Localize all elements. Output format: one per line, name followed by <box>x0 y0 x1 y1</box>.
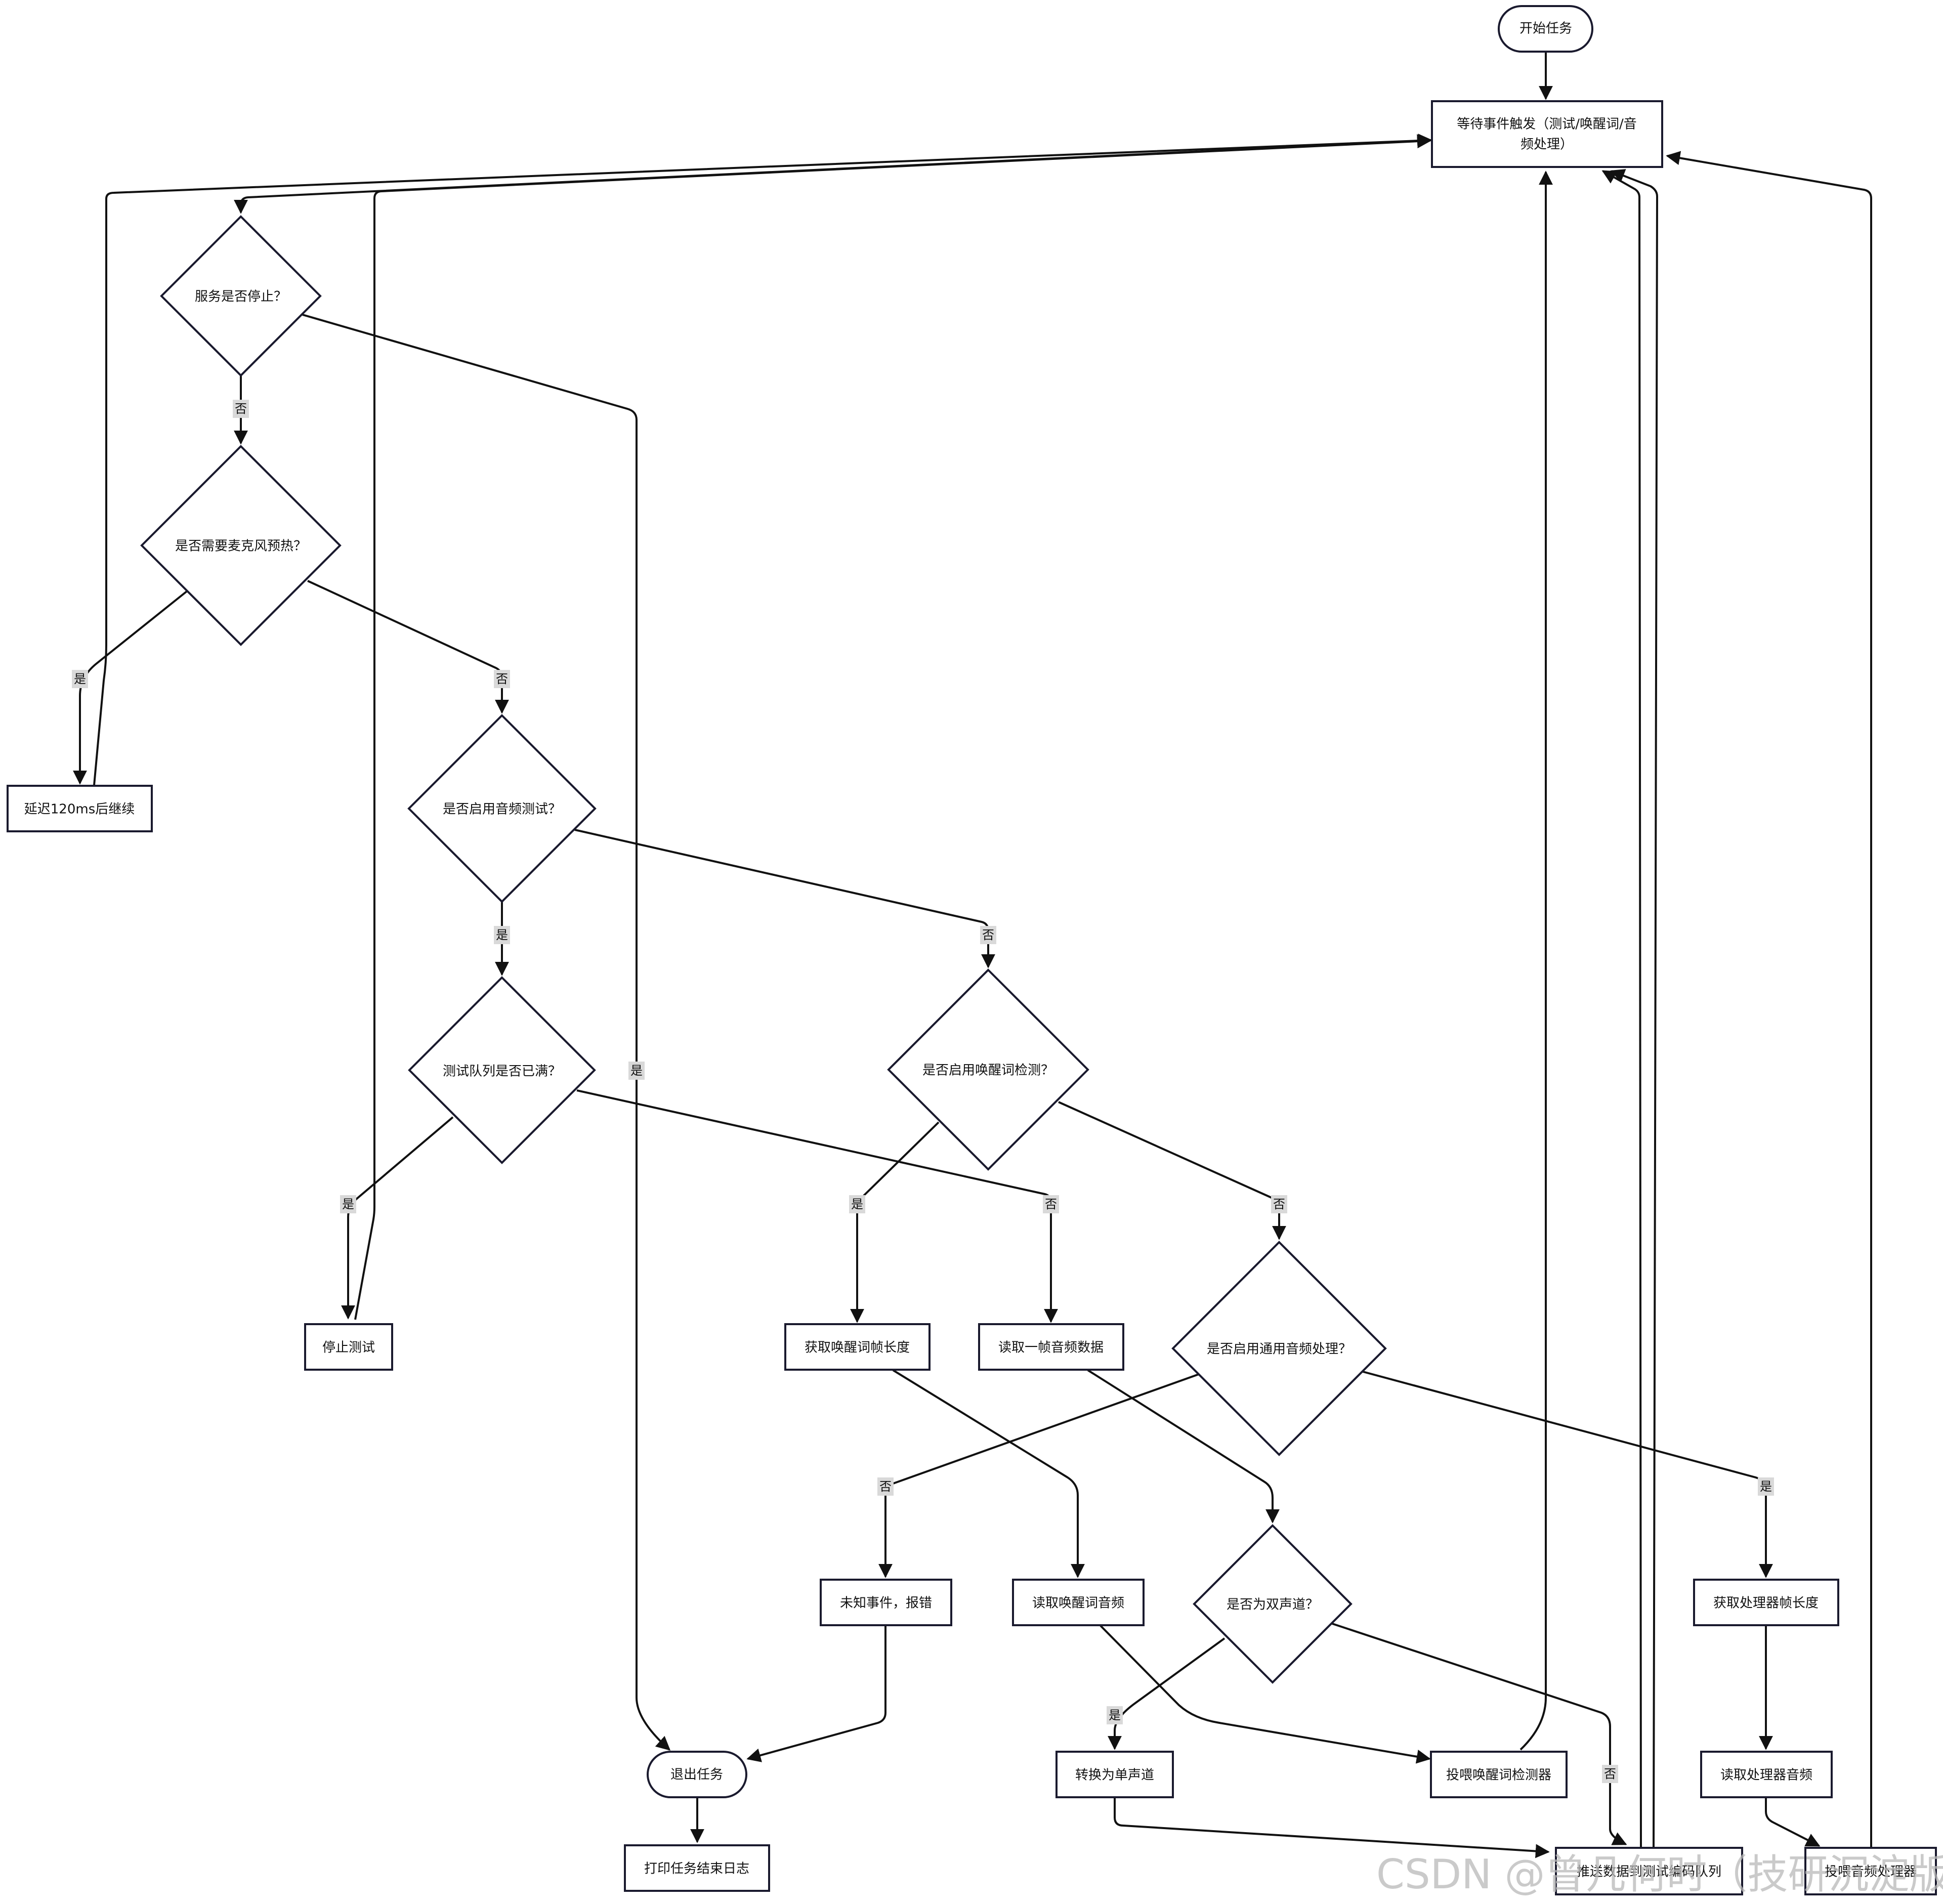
wait-event-label-line2: 频处理） <box>1520 137 1573 152</box>
read-proc-audio-label: 读取处理器音频 <box>1720 1768 1812 1783</box>
svg-text:否: 否 <box>496 672 508 686</box>
svg-text:是: 是 <box>630 1064 643 1078</box>
read-wake-audio-node: 读取唤醒词音频 <box>1012 1579 1145 1626</box>
print-log-node: 打印任务结束日志 <box>624 1844 770 1892</box>
edge-label-service-no: 否 <box>233 400 249 418</box>
svg-text:否: 否 <box>1604 1767 1616 1781</box>
delay-node: 延迟120ms后继续 <box>7 785 153 832</box>
edge-label-general-no: 否 <box>877 1477 894 1496</box>
svg-text:否: 否 <box>879 1479 892 1494</box>
stop-test-label: 停止测试 <box>322 1340 375 1356</box>
service-stopped-label: 服务是否停止？ <box>195 289 287 305</box>
feed-wake-label: 投喂唤醒词检测器 <box>1446 1768 1551 1783</box>
edge-push-to-wait-b <box>1610 169 1659 1847</box>
edge-label-stereo-yes: 是 <box>1107 1706 1123 1724</box>
svg-text:是: 是 <box>1760 1479 1772 1494</box>
svg-text:否: 否 <box>982 928 994 942</box>
svg-text:否: 否 <box>1273 1197 1285 1211</box>
read-frame-node: 读取一帧音频数据 <box>978 1323 1124 1371</box>
edge-stereo-to-push <box>1330 1622 1627 1845</box>
mic-preheat-decision: 是否需要麦克风预热？ <box>140 445 342 646</box>
edge-stop-to-wait <box>354 134 1431 1320</box>
queue-full-decision: 测试队列是否已满？ <box>408 976 596 1164</box>
edge-service-to-exit <box>302 314 671 1751</box>
wake-enabled-decision: 是否启用唤醒词检测？ <box>887 968 1089 1171</box>
svg-text:是: 是 <box>342 1197 354 1211</box>
edge-label-audio-test-yes: 是 <box>494 926 510 944</box>
stop-test-node: 停止测试 <box>304 1323 393 1371</box>
feed-proc-label: 投喂音频处理器 <box>1825 1865 1917 1880</box>
edge-readframe-to-stereo <box>1087 1369 1280 1524</box>
edge-queue-to-stop <box>341 1116 454 1320</box>
svg-text:是: 是 <box>1109 1708 1121 1722</box>
edge-label-audio-test-no: 否 <box>980 926 996 944</box>
svg-text:是: 是 <box>851 1197 863 1211</box>
read-frame-label: 读取一帧音频数据 <box>998 1340 1104 1356</box>
feed-wake-node: 投喂唤醒词检测器 <box>1430 1751 1568 1798</box>
print-log-label: 打印任务结束日志 <box>644 1861 749 1877</box>
edge-label-stereo-no: 否 <box>1602 1765 1618 1783</box>
edge-readwake-to-feedwake <box>1100 1625 1431 1764</box>
edge-mono-to-push <box>1114 1797 1550 1858</box>
edge-feedproc-to-wait <box>1666 151 1872 1847</box>
audio-test-label: 是否启用音频测试？ <box>443 802 561 817</box>
start-node: 开始任务 <box>1498 5 1593 53</box>
is-stereo-decision: 是否为双声道？ <box>1193 1524 1353 1684</box>
audio-test-decision: 是否启用音频测试？ <box>407 714 597 903</box>
edge-label-queue-no: 否 <box>1043 1195 1059 1213</box>
get-wake-len-label: 获取唤醒词帧长度 <box>805 1340 910 1356</box>
edge-label-service-yes: 是 <box>628 1062 645 1080</box>
service-stopped-decision: 服务是否停止？ <box>160 215 322 377</box>
wait-event-node: 等待事件触发（测试/唤醒词/音 频处理） <box>1431 100 1663 168</box>
edge-readproc-to-feedproc <box>1765 1797 1821 1847</box>
unknown-event-label: 未知事件，报错 <box>840 1596 932 1611</box>
unknown-event-node: 未知事件，报错 <box>820 1579 952 1626</box>
edge-mic-to-audio-test <box>307 580 509 714</box>
svg-text:否: 否 <box>235 402 247 416</box>
edge-label-mic-no: 否 <box>494 670 510 688</box>
svg-text:否: 否 <box>1045 1197 1057 1211</box>
get-wake-len-node: 获取唤醒词帧长度 <box>784 1323 931 1371</box>
edge-label-general-yes: 是 <box>1758 1477 1774 1496</box>
edge-push-to-wait-a <box>1601 170 1642 1847</box>
edge-wake-to-general <box>1058 1101 1286 1240</box>
to-mono-node: 转换为单声道 <box>1055 1751 1174 1798</box>
get-proc-len-label: 获取处理器帧长度 <box>1713 1596 1819 1611</box>
queue-full-label: 测试队列是否已满？ <box>443 1064 561 1079</box>
edge-wake-to-getlen <box>850 1121 940 1323</box>
edge-wait-to-service <box>234 139 1432 214</box>
wake-enabled-label: 是否启用唤醒词检测？ <box>922 1063 1054 1078</box>
is-stereo-label: 是否为双声道？ <box>1227 1597 1319 1613</box>
edge-label-queue-yes: 是 <box>340 1195 356 1213</box>
edge-label-wake-no: 否 <box>1271 1195 1287 1213</box>
edge-feedwake-to-wait <box>1519 171 1553 1751</box>
edge-delay-to-wait <box>90 134 1432 819</box>
wait-event-label-line1: 等待事件触发（测试/唤醒词/音 <box>1457 117 1637 132</box>
edge-general-to-getproc <box>1361 1370 1773 1578</box>
svg-text:是: 是 <box>74 672 86 686</box>
push-queue-node: 推送数据到测试编码队列 <box>1555 1847 1743 1895</box>
general-enabled-decision: 是否启用通用音频处理？ <box>1171 1241 1387 1456</box>
exit-task-label: 退出任务 <box>670 1767 723 1783</box>
edge-label-mic-yes: 是 <box>72 670 88 688</box>
exit-task-node: 退出任务 <box>647 1751 747 1798</box>
edge-getlen-to-read-wake <box>892 1369 1085 1578</box>
svg-text:是: 是 <box>496 928 508 942</box>
edge-label-wake-yes: 是 <box>849 1195 865 1213</box>
edge-general-to-unknown <box>878 1373 1201 1578</box>
start-label: 开始任务 <box>1519 21 1572 36</box>
delay-label: 延迟120ms后继续 <box>24 802 135 817</box>
edge-unknown-to-exit <box>746 1626 886 1762</box>
edge-stereo-to-mono <box>1108 1637 1226 1750</box>
feed-proc-node: 投喂音频处理器 <box>1804 1847 1937 1895</box>
csdn-watermark: CSDN @曾几何时（技研沉淀版） <box>1376 1851 1943 1898</box>
mic-preheat-label: 是否需要麦克风预热？ <box>175 539 307 554</box>
general-enabled-label: 是否启用通用音频处理？ <box>1207 1342 1351 1357</box>
to-mono-label: 转换为单声道 <box>1075 1768 1154 1783</box>
push-queue-label: 推送数据到测试编码队列 <box>1577 1865 1721 1880</box>
read-wake-audio-label: 读取唤醒词音频 <box>1032 1596 1124 1611</box>
read-proc-audio-node: 读取处理器音频 <box>1700 1751 1833 1798</box>
get-proc-len-node: 获取处理器帧长度 <box>1693 1579 1839 1626</box>
